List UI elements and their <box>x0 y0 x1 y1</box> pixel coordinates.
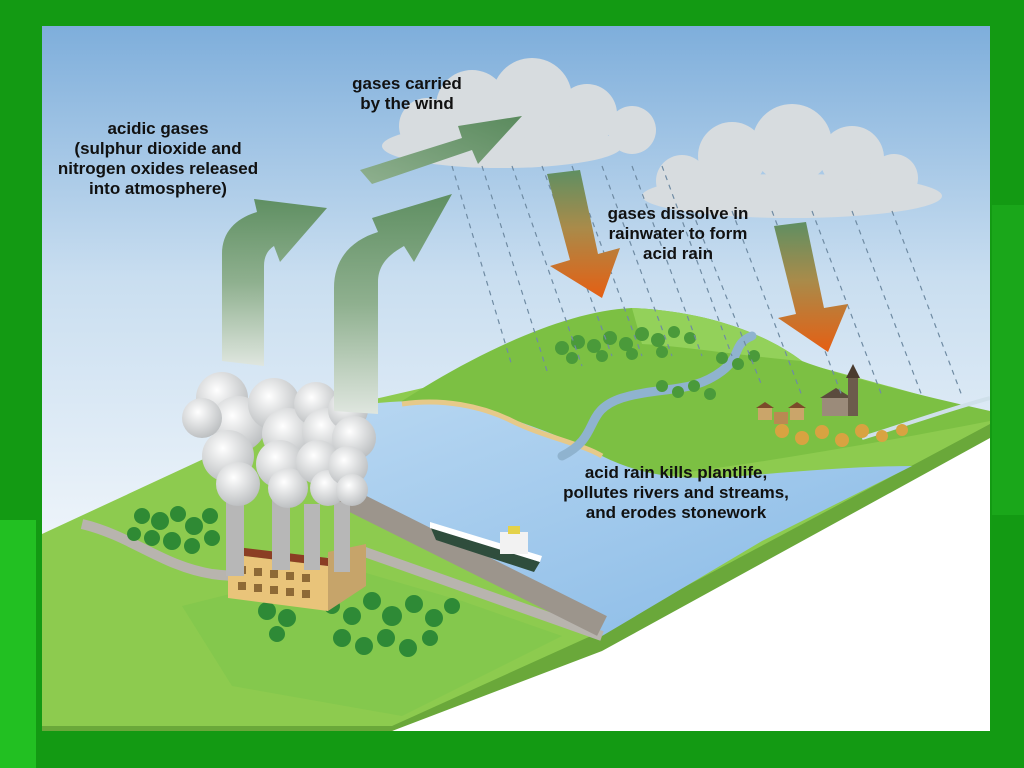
ship <box>430 522 542 572</box>
stream <box>861 396 990 440</box>
label-acid-rain-effects-line-1: acid rain kills plantlife, <box>584 463 768 482</box>
forest-left <box>127 506 220 554</box>
label-gases-dissolve-line-2: rainwater to form <box>608 224 748 243</box>
label-acidic-gases: acidic gases (sulphur dioxide and nitrog… <box>42 119 274 199</box>
gas-arrow-right <box>334 194 452 414</box>
river-water <box>292 401 912 636</box>
slide-accent-bar-right <box>992 205 1024 515</box>
rain-arrow-left <box>547 170 620 298</box>
label-gases-carried-line-1: gases carried <box>352 74 462 93</box>
slide-accent-bar <box>0 520 36 768</box>
label-gases-dissolve-line-1: gases dissolve in <box>607 204 749 223</box>
quay <box>337 486 607 636</box>
label-acid-rain-effects: acid rain kills plantlife, pollutes rive… <box>528 463 824 523</box>
church <box>820 364 860 416</box>
forest-village <box>775 424 908 447</box>
label-gases-dissolve-line-3: acid rain <box>643 244 713 263</box>
label-acid-rain-effects-line-2: pollutes rivers and streams, <box>563 483 789 502</box>
gas-arrow-left <box>222 199 327 366</box>
acid-rain-diagram: acidic gases (sulphur dioxide and nitrog… <box>42 26 990 731</box>
label-acidic-gases-line-1: acidic gases <box>107 119 209 138</box>
cloud-right <box>642 104 942 218</box>
village-houses <box>756 402 806 424</box>
smoke-plumes <box>182 372 376 508</box>
wind-arrow <box>360 116 522 184</box>
label-acid-rain-effects-line-3: and erodes stonework <box>585 503 767 522</box>
label-gases-carried: gases carried by the wind <box>332 74 482 114</box>
label-gases-carried-line-2: by the wind <box>360 94 454 113</box>
label-acidic-gases-line-4: into atmosphere) <box>89 179 227 198</box>
forest-hill <box>555 326 760 400</box>
diagram-illustration <box>42 26 990 731</box>
chimneys <box>226 496 350 576</box>
label-gases-dissolve: gases dissolve in rainwater to form acid… <box>590 204 766 264</box>
label-acidic-gases-line-3: nitrogen oxides released <box>57 159 259 178</box>
hill-shade <box>632 308 802 361</box>
label-acidic-gases-line-2: (sulphur dioxide and <box>74 139 242 158</box>
rain-arrow-right <box>774 222 848 352</box>
